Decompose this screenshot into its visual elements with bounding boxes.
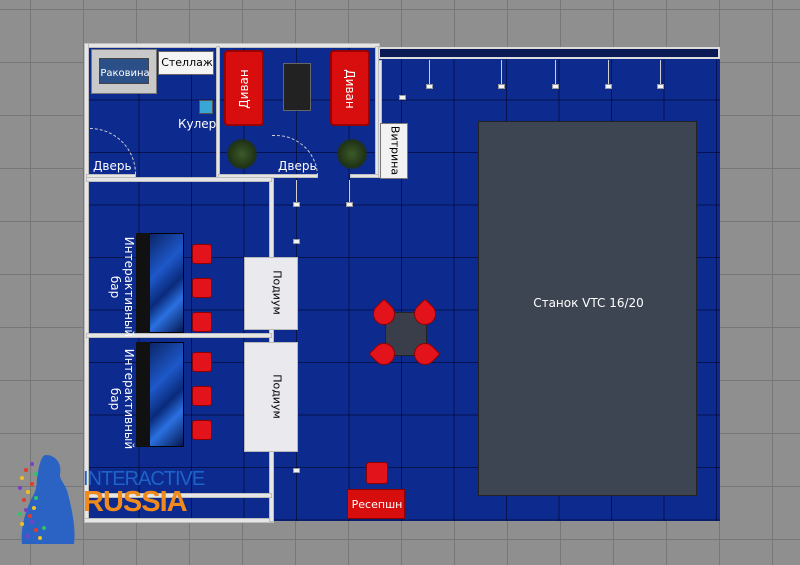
- cooler-label: Кулер: [178, 117, 217, 131]
- wall-left-room-bottom: [86, 174, 136, 178]
- podium-bottom-label: Подиум: [270, 374, 284, 419]
- bar-stool-top-2: [192, 278, 212, 298]
- spotlight-5: [657, 84, 664, 89]
- spotlight-7: [293, 202, 300, 207]
- wall-room-divider: [216, 46, 220, 178]
- spotlight-rope-8: [349, 180, 350, 202]
- interactive-bar-bottom-label: Интерактивный бар: [108, 348, 136, 450]
- sofa-right: [330, 50, 370, 126]
- spotlight-9: [293, 239, 300, 244]
- podium-top-label: Подиум: [270, 270, 284, 315]
- sink-label: Раковина: [100, 68, 150, 79]
- interactive-bar-top-base: [136, 233, 150, 333]
- sofa-left: [224, 50, 264, 126]
- interactive-bar-bottom-base: [136, 342, 150, 447]
- plant-left-icon: [226, 138, 258, 170]
- bar-stool-top-1: [192, 244, 212, 264]
- podium-bottom: Подиум: [244, 342, 298, 452]
- shelf: Стеллаж: [158, 51, 214, 75]
- spotlight-1: [426, 84, 433, 89]
- sink-basin: [99, 58, 149, 84]
- wall-top-left: [84, 43, 380, 48]
- showcase-label: Витрина: [388, 125, 402, 176]
- wall-storage-bottom-right: [350, 174, 380, 178]
- plant-right-icon: [336, 138, 368, 170]
- machine-label: Станок VTC 16/20: [533, 296, 644, 310]
- logo-line2: RUSSIA: [83, 486, 188, 518]
- reception-label: Ресепшн: [351, 498, 403, 511]
- logo: INTERACTIVE RUSSIA: [16, 450, 205, 550]
- logo-line1: INTERACTIVE: [83, 468, 205, 490]
- spotlight-rope-2: [501, 60, 502, 84]
- logo-figure-icon: [18, 455, 75, 544]
- reception-chair: [366, 462, 388, 484]
- reception-desk: Ресепшн: [347, 489, 405, 519]
- spotlight-8: [346, 202, 353, 207]
- spotlight-6: [399, 95, 406, 100]
- spotlight-rope-5: [660, 60, 661, 84]
- sofa-left-label: Диван: [237, 69, 251, 109]
- bar-stool-bottom-3: [192, 420, 212, 440]
- podium-top: Подиум: [244, 257, 298, 330]
- coffee-table: [283, 63, 311, 111]
- spotlight-3: [552, 84, 559, 89]
- bar-stool-bottom-2: [192, 386, 212, 406]
- door-left-label: Дверь: [93, 159, 132, 173]
- spotlight-rope-3: [555, 60, 556, 84]
- wall-horizontal-bars-bottom: [86, 493, 272, 498]
- sofa-right-label: Диван: [343, 69, 357, 109]
- spotlight-rope-1: [429, 60, 430, 84]
- showcase: Витрина: [380, 123, 408, 179]
- spotlight-2: [498, 84, 505, 89]
- bar-stool-top-3: [192, 312, 212, 332]
- spotlight-rope-4: [608, 60, 609, 84]
- spotlight-10: [293, 468, 300, 473]
- interactive-bar-top-label: Интерактивный бар: [108, 236, 136, 338]
- wall-horizontal-bars-mid: [86, 333, 272, 338]
- door-middle-label: Дверь: [278, 159, 317, 173]
- sink: Раковина: [91, 49, 157, 94]
- spotlight-rope-7: [296, 180, 297, 202]
- wall-horizontal-bars-top: [86, 177, 272, 182]
- top-wall-strip: [378, 47, 720, 59]
- spotlight-4: [605, 84, 612, 89]
- machine-vtc: Станок VTC 16/20: [478, 121, 697, 496]
- cooler: [199, 100, 213, 114]
- shelf-label: Стеллаж: [161, 56, 213, 69]
- bar-stool-bottom-1: [192, 352, 212, 372]
